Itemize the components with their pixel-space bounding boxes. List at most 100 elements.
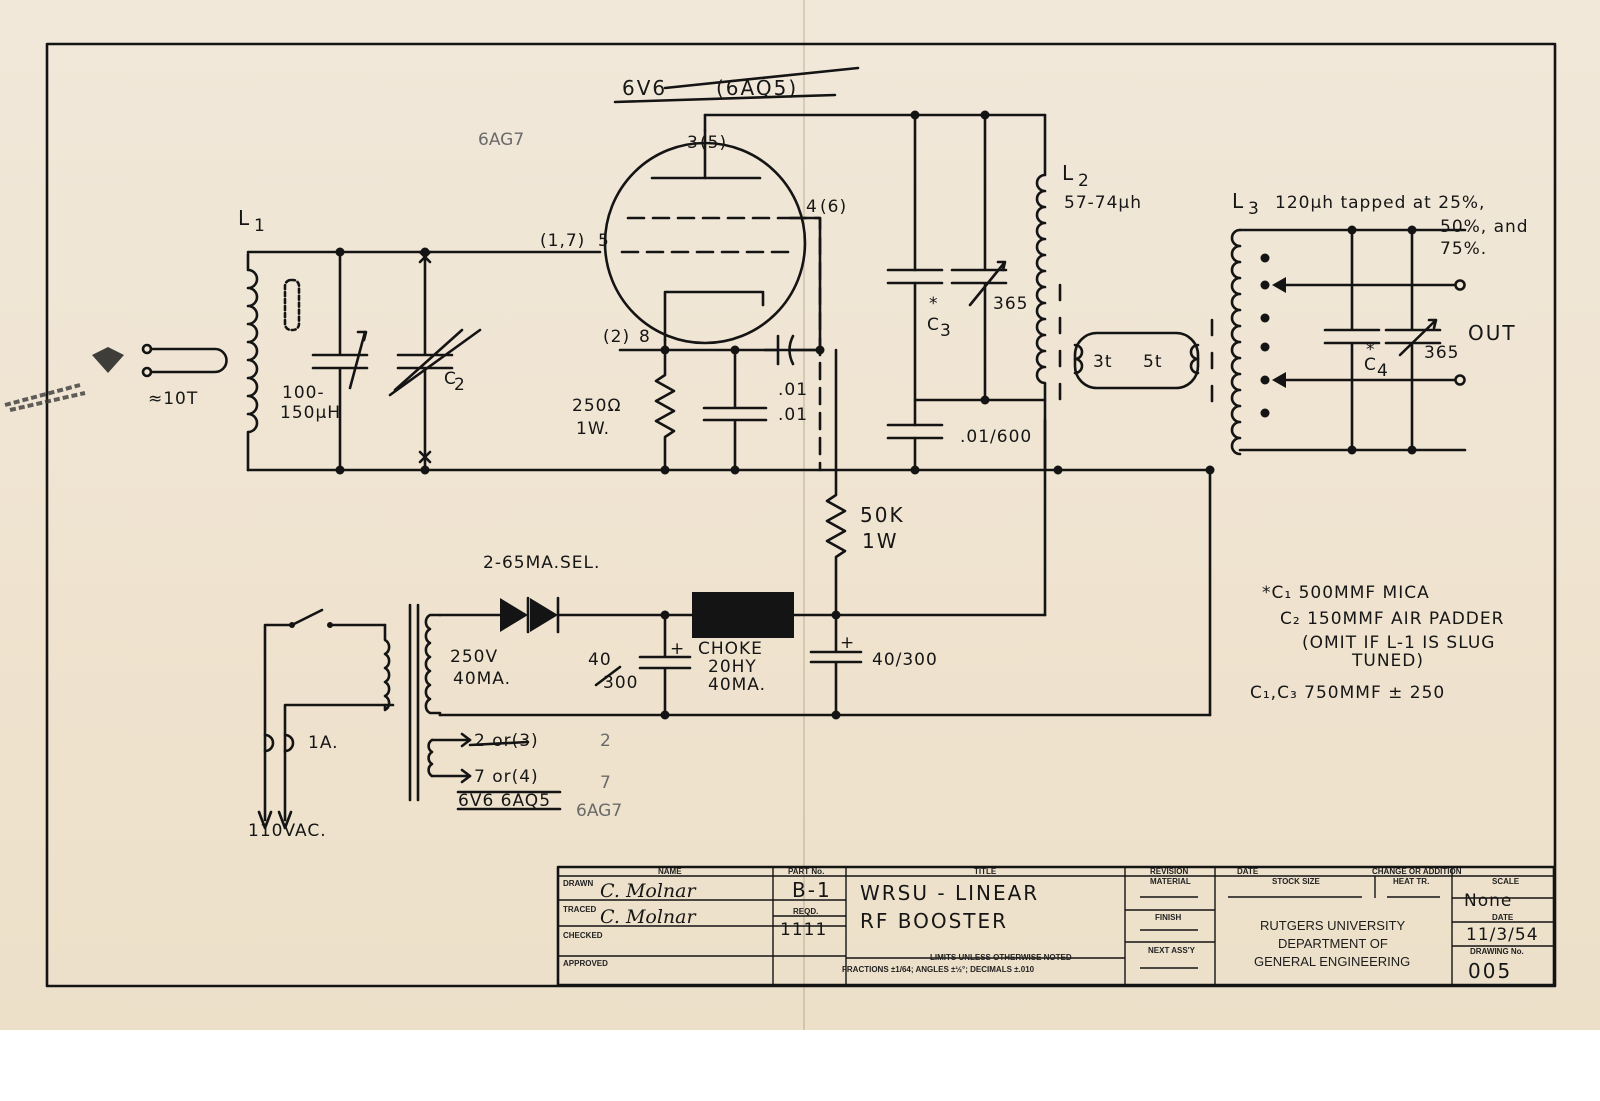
input-link-coil [141, 343, 228, 378]
fuse-label: 1A. [308, 733, 339, 753]
l2-coil [1035, 113, 1047, 472]
l1-slug [283, 278, 301, 332]
tb-drawn-by: C. Molnar [600, 880, 697, 902]
fuse-symbol [263, 733, 295, 753]
l3-coil [1230, 228, 1242, 456]
heater-types: 6V6 6AQ5 [458, 791, 551, 811]
choke-2: 20HY [708, 657, 757, 677]
r-screen-1: 50K [860, 503, 905, 527]
filter-cap-1: 40 [588, 650, 612, 670]
link-5t: 5t [1143, 352, 1162, 372]
l3-desc-2: 50%, and [1440, 217, 1529, 237]
c4-capacitor [1323, 228, 1381, 452]
r-cathode-1: 250Ω [572, 396, 621, 416]
pin-screen: 4 [806, 197, 818, 217]
c-tank-capacitor [950, 113, 1008, 402]
heater-pencil-2: 7 [600, 773, 611, 793]
tb-h-scale: SCALE [1492, 877, 1520, 886]
tb-h-revision: REVISION [1150, 867, 1188, 876]
tb-title-2: RF BOOSTER [860, 909, 1008, 933]
r-screen-resistor [825, 468, 847, 617]
c3-capacitor [886, 268, 944, 285]
l3-label: L [1232, 189, 1245, 213]
c-cathode-bypass [702, 348, 768, 472]
vacuum-tube [603, 113, 1047, 472]
c2-capacitor [388, 250, 482, 472]
heater-winding [427, 738, 434, 778]
c2-sub: 2 [454, 375, 466, 395]
c-screen-bypass [763, 334, 822, 366]
transformer-1: 250V [450, 647, 498, 667]
c3-label: C [927, 315, 940, 335]
c3-sub: 3 [940, 321, 952, 341]
tb-h-drawing-no: DRAWING No. [1470, 947, 1524, 956]
pin-cathode-alt: (2) [603, 327, 630, 347]
l1-sub: 1 [254, 216, 266, 236]
c-out-capacitor [1384, 228, 1442, 452]
c4-label: C [1364, 355, 1377, 375]
tube-type-main: 6V6 [622, 76, 667, 100]
tb-org-3: GENERAL ENGINEERING [1254, 954, 1410, 969]
plate-lead [703, 113, 1047, 180]
tb-drawing-no: 005 [1468, 959, 1512, 983]
tb-h-part: PART No. [788, 867, 824, 876]
tb-h-approved: APPROVED [563, 959, 608, 968]
note-line-2: C₂ 150MMF AIR PADDER [1280, 609, 1504, 629]
c2-label: C [444, 369, 457, 389]
tb-h-date: DATE [1237, 867, 1259, 876]
tb-h-name: NAME [658, 867, 682, 876]
tb-part-no: B-1 [792, 878, 832, 902]
l1-value-1: 100- [282, 383, 325, 403]
l2-sub: 2 [1078, 171, 1090, 191]
l2-value: 57-74µh [1064, 193, 1142, 213]
filter-cap-right: 40/300 [872, 650, 938, 670]
tb-traced-by: C. Molnar [600, 906, 697, 928]
pin-cathode: 8 [639, 327, 651, 347]
l2-label: L [1062, 161, 1075, 185]
tb-h-title: TITLE [974, 867, 997, 876]
l3-taps [1260, 253, 1466, 418]
transformer-2: 40MA. [453, 669, 511, 689]
tb-org-2: DEPARTMENT OF [1278, 936, 1388, 951]
tb-h-finish: FINISH [1155, 913, 1181, 922]
l3-desc-3: 75%. [1440, 239, 1487, 259]
l1-label: L [238, 206, 251, 230]
tb-h-heat: HEAT TR. [1393, 877, 1429, 886]
tb-date: 11/3/54 [1466, 925, 1539, 945]
filter-cap-plus-right: + [840, 633, 855, 653]
tube-type-pencil: 6AG7 [478, 130, 524, 150]
c-bypass-1: .01 [778, 380, 808, 400]
title-block [556, 865, 1556, 987]
choke-3: 40MA. [708, 675, 766, 695]
choke [692, 592, 794, 638]
tb-limits-2: FRACTIONS ±1/64; ANGLES ±½°; DECIMALS ±.… [842, 965, 1035, 974]
r-cathode-resistor [654, 348, 676, 472]
pin-plate-alt: (5) [700, 133, 727, 153]
c4-sub: 4 [1377, 361, 1389, 381]
pin-grid: 5 [598, 231, 610, 251]
pin-grid-alt: (1,7) [540, 231, 585, 251]
note-line-1: *C₁ 500MMF MICA [1262, 583, 1430, 603]
tb-h-traced: TRACED [563, 905, 597, 914]
c3-asterisk: * [929, 294, 939, 314]
drawing-border [45, 42, 1557, 988]
filter-cap-plus-left: + [670, 639, 685, 659]
r-cathode-2: 1W. [576, 419, 610, 439]
transformer-core [408, 603, 420, 802]
pin-screen-alt: (6) [820, 197, 847, 217]
c-coupling-value: .01/600 [960, 427, 1032, 447]
note-line-3: (OMIT IF L-1 IS SLUG [1302, 633, 1495, 653]
l1-value-2: 150µH [280, 403, 341, 423]
c-out-value: 365 [1424, 343, 1459, 363]
tb-h-checked: CHECKED [563, 931, 603, 940]
tb-h-material: MATERIAL [1150, 877, 1191, 886]
heater-pencil-1: 2 [600, 731, 611, 751]
tb-reqd: 1111 [780, 920, 827, 940]
heater-pencil-type: 6AG7 [576, 801, 622, 821]
tube-cathode [663, 290, 765, 342]
rectifier-label: 2-65MA.SEL. [483, 553, 600, 573]
tb-h-stock: STOCK SIZE [1272, 877, 1321, 886]
tb-scale: None [1464, 891, 1512, 911]
tb-title-1: WRSU - LINEAR [860, 881, 1039, 905]
